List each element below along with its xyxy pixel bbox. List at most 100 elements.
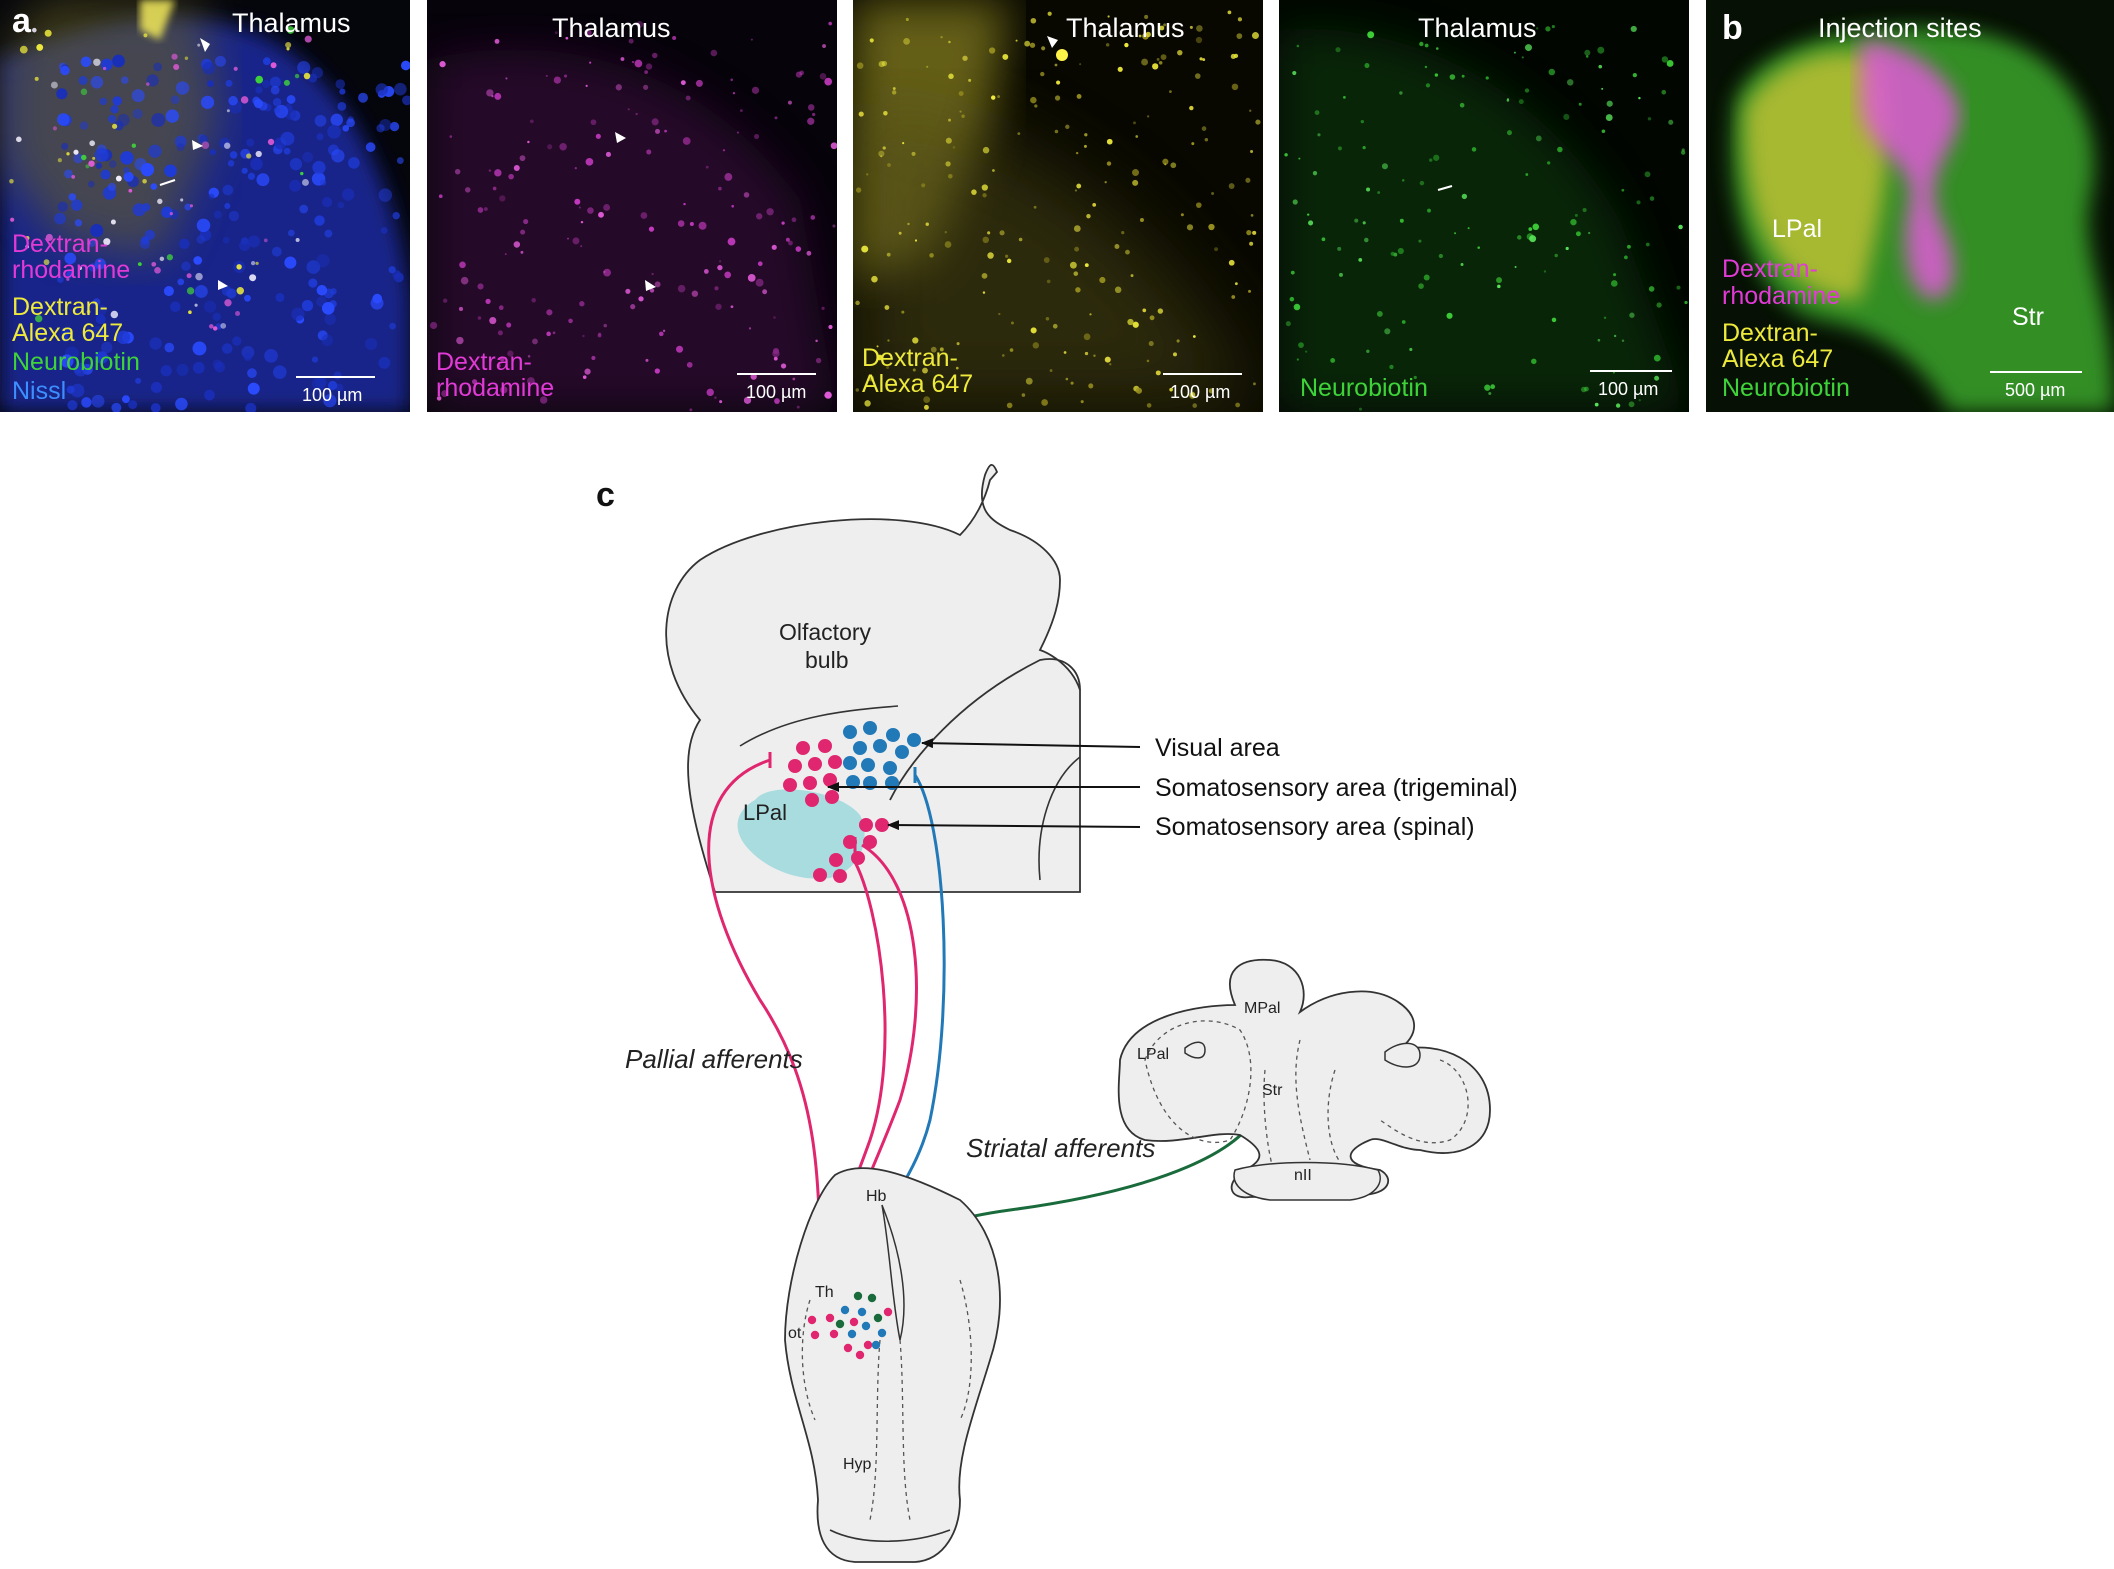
texture-dot [982, 291, 986, 294]
texture-dot [1086, 213, 1091, 219]
green-cells [1284, 25, 1688, 411]
texture-dot [316, 254, 330, 268]
texture-dot [1647, 117, 1652, 121]
section-dashed-contour [1144, 1020, 1252, 1144]
texture-dot [595, 133, 601, 139]
visual-cell [895, 745, 909, 759]
texture-dot [213, 210, 222, 219]
arrow-marker [159, 179, 176, 186]
texture-dot [193, 256, 203, 265]
texture-dot [892, 87, 896, 90]
texture-dot [1132, 169, 1140, 177]
texture-dot [589, 61, 592, 64]
texture-dot [1149, 315, 1155, 321]
texture-dot [584, 368, 591, 375]
texture-dot [1249, 109, 1252, 112]
texture-dot [1236, 33, 1243, 39]
trigeminal-cell [808, 757, 822, 771]
texture-dot [948, 73, 954, 80]
texture-dot [149, 337, 162, 350]
texture-dot [982, 146, 990, 154]
texture-dot [1615, 403, 1621, 408]
texture-dot [945, 137, 952, 144]
texture-dot [914, 239, 918, 242]
texture-dot [302, 178, 309, 186]
texture-dot [781, 221, 785, 225]
texture-dot [321, 196, 333, 208]
panel-a3-micrograph: Thalamus Dextran- Alexa 647 100 µm [853, 0, 1263, 412]
texture-dot [1605, 114, 1613, 122]
thalamic-cell [877, 1328, 887, 1338]
texture-dot [1419, 180, 1425, 186]
texture-dot [1514, 265, 1517, 268]
texture-dot [188, 310, 192, 315]
texture-dot [499, 195, 506, 202]
texture-dot [175, 81, 190, 95]
texture-dot [646, 149, 652, 155]
texture-dot [714, 396, 717, 399]
texture-dot [1109, 363, 1112, 366]
texture-dot [1114, 286, 1122, 294]
texture-dot [603, 323, 608, 328]
texture-dot [1612, 371, 1615, 374]
texture-dot [730, 78, 734, 82]
texture-dot [547, 144, 553, 150]
texture-dot [1054, 63, 1058, 67]
texture-dot [740, 109, 743, 112]
texture-dot [184, 56, 189, 60]
thalamic-cell [853, 1291, 863, 1301]
pallial-afferent-line [707, 758, 822, 1301]
texture-dot [580, 220, 584, 224]
texture-dot [625, 288, 631, 294]
texture-dot [1449, 74, 1456, 80]
texture-dot [1668, 119, 1674, 125]
texture-dot [121, 76, 129, 84]
texture-dot [1237, 17, 1242, 22]
texture-dot [703, 269, 709, 274]
texture-dot [968, 78, 972, 82]
arrowhead-marker [1047, 36, 1058, 48]
texture-dot [488, 169, 492, 172]
texture-dot [1488, 391, 1492, 396]
texture-dot [1025, 377, 1033, 385]
texture-dot [378, 188, 393, 202]
texture-dot [773, 356, 778, 361]
texture-dot [70, 199, 83, 211]
texture-dot [1308, 220, 1314, 226]
texture-dot [580, 245, 583, 248]
texture-dot [1033, 205, 1037, 209]
thalamic-cell [857, 1307, 867, 1317]
texture-dot [627, 108, 630, 111]
texture-dot [204, 389, 215, 401]
texture-dot [912, 337, 919, 344]
texture-dot [1106, 161, 1112, 166]
texture-dot [225, 79, 233, 87]
texture-dot [271, 246, 282, 257]
texture-dot [828, 324, 833, 330]
texture-dot [1497, 284, 1501, 289]
texture-dot [1684, 300, 1688, 305]
texture-dot [1006, 402, 1013, 409]
diencephalon-section: Hb Th ot Hyp [784, 1167, 1001, 1563]
thalamic-cell [867, 1293, 877, 1303]
texture-dot [1312, 171, 1318, 176]
texture-dot [710, 49, 718, 57]
texture-dot [304, 35, 312, 43]
texture-dot [176, 143, 185, 152]
texture-dot [335, 79, 346, 89]
texture-dot [1199, 57, 1203, 61]
texture-dot [56, 113, 70, 126]
texture-dot [565, 36, 569, 40]
texture-dot [1588, 231, 1591, 235]
texture-dot [1292, 70, 1297, 76]
texture-dot [869, 38, 874, 43]
texture-dot [176, 363, 189, 376]
texture-dot [1461, 193, 1468, 200]
trigeminal-area-label: Somatosensory area (trigeminal) [1155, 774, 1518, 802]
texture-dot [228, 210, 240, 222]
texture-dot [939, 347, 944, 352]
texture-dot [505, 77, 508, 80]
texture-dot [508, 173, 514, 180]
texture-dot [810, 215, 816, 220]
texture-dot [724, 173, 733, 181]
